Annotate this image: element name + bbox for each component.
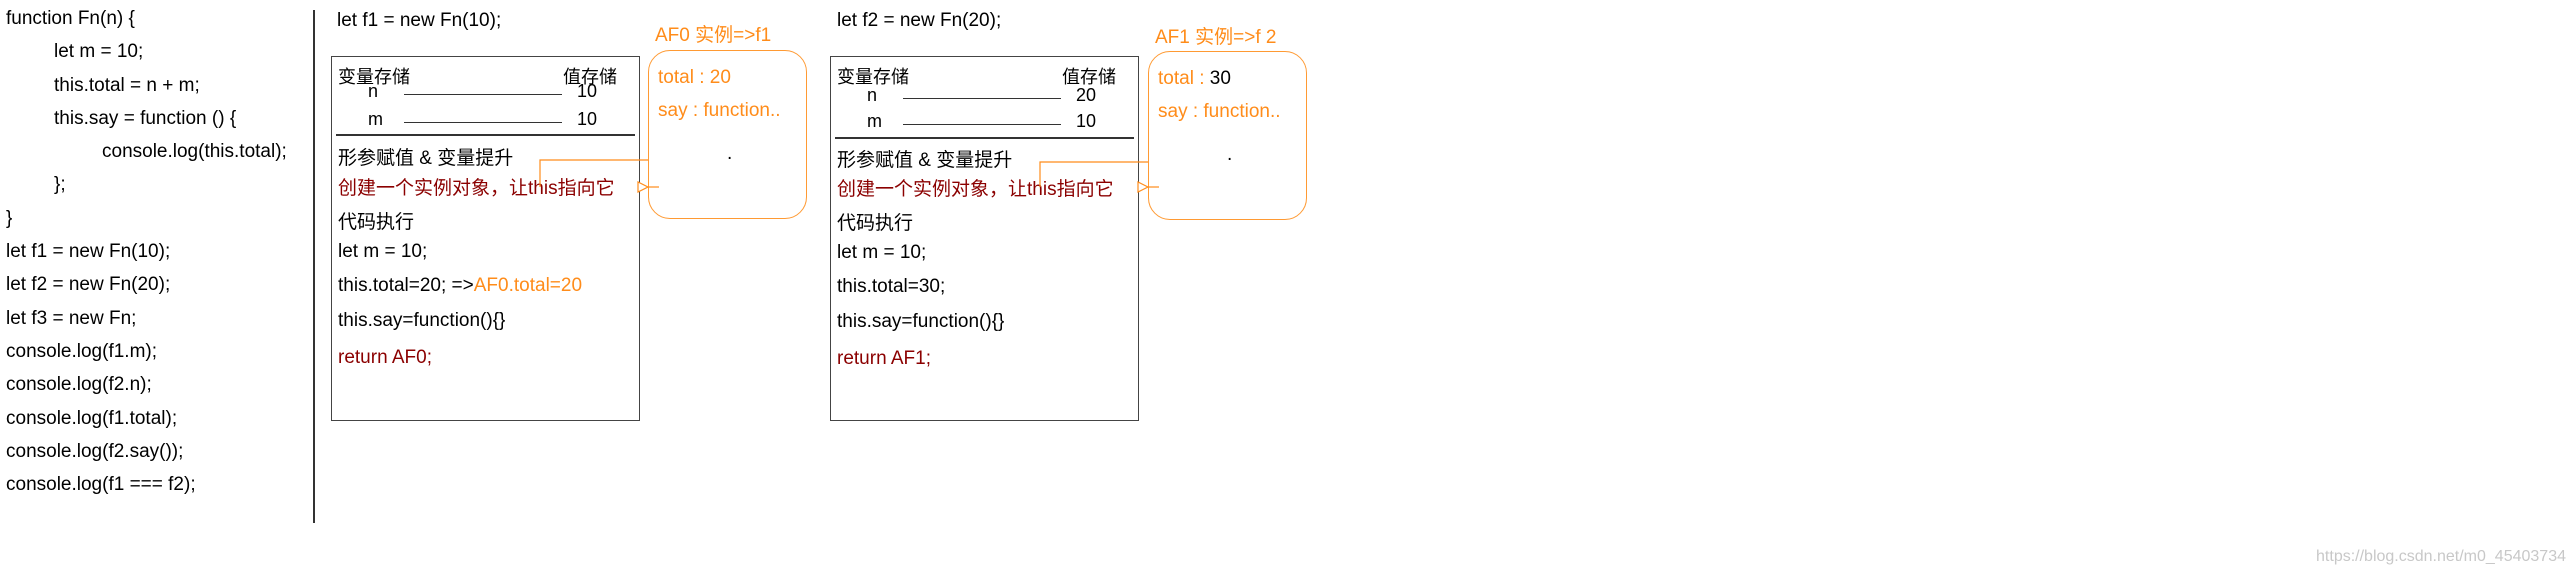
watermark: https://blog.csdn.net/m0_45403734 [2316, 548, 2566, 565]
var-storage-header: 变量存储 [338, 67, 410, 87]
var-storage-header: 变量存储 [837, 67, 909, 87]
variable-name: n [368, 81, 379, 101]
variable-value: 10 [1076, 111, 1097, 131]
code-line: let f1 = new Fn(10); [6, 241, 171, 263]
code-this-total: this.total=20; =>AF0.total=20 [338, 275, 582, 297]
separator [835, 137, 1134, 139]
code-line: console.log(f2.n); [6, 374, 152, 396]
arrowhead-af1 [1137, 181, 1150, 193]
code-this-total-text: this.total=20; => [338, 275, 474, 296]
variable-row-n: n 20 [831, 85, 1138, 109]
code-line: let f2 = new Fn(20); [6, 274, 171, 296]
step-create-instance: 创建一个实例对象，让this指向它 [837, 179, 1114, 200]
variable-name: n [867, 85, 878, 105]
code-line: let f3 = new Fn; [6, 307, 137, 329]
heap-total-label: total : [1158, 68, 1205, 89]
link-line [404, 122, 562, 123]
heap-title-af1: AF1 实例=>f 2 [1155, 27, 1277, 48]
code-listing: function Fn(n) { let m = 10; this.total … [6, 2, 287, 501]
code-this-say: this.say=function(){} [338, 310, 506, 331]
code-line: let m = 10; [54, 41, 144, 63]
return-af1: return AF1; [837, 348, 931, 369]
code-line: console.log(f1.m); [6, 340, 158, 362]
heap-total-af1: total : 30 [1158, 68, 1231, 90]
connector-line-af0 [539, 159, 648, 187]
heap-dot: . [727, 143, 733, 164]
connector-line-af1 [1039, 161, 1148, 187]
arrowhead-af0 [637, 181, 650, 193]
code-this-say: this.say=function(){} [837, 311, 1005, 332]
divider [313, 10, 315, 523]
link-line [404, 94, 562, 95]
code-line: } [6, 207, 13, 229]
heap-object-af0: total : 20 say : function.. . [648, 50, 807, 219]
code-line: console.log(this.total); [102, 141, 287, 163]
code-line: this.say = function () { [54, 107, 237, 129]
variable-value: 10 [577, 109, 598, 129]
code-line: console.log(f2.say()); [6, 440, 184, 462]
code-line: console.log(f1 === f2); [6, 474, 196, 496]
context-title-f2: let f2 = new Fn(20); [837, 10, 1002, 31]
heap-say-af0: say : function.. [658, 100, 781, 121]
execution-context-f1: 变量存储 值存储 n 10 m 10 形参赋值 & 变量提升 创建一个实例对象，… [331, 56, 640, 421]
code-line: function Fn(n) { [6, 8, 135, 29]
variable-row-m: m 10 [831, 111, 1138, 135]
heap-total-af0: total : 20 [658, 67, 731, 89]
step-hoisting: 形参赋值 & 变量提升 [338, 148, 514, 169]
separator [336, 134, 635, 136]
code-let-m: let m = 10; [837, 242, 927, 263]
step-execute: 代码执行 [338, 212, 415, 233]
step-hoisting: 形参赋值 & 变量提升 [837, 150, 1013, 171]
link-line [903, 98, 1061, 99]
code-this-total: this.total=30; [837, 276, 946, 297]
value-storage-header: 值存储 [1062, 67, 1116, 87]
heap-dot: . [1227, 144, 1233, 165]
link-line [903, 124, 1061, 125]
value-storage-header: 值存储 [563, 67, 617, 87]
execution-context-f2: 变量存储 值存储 n 20 m 10 形参赋值 & 变量提升 创建一个实例对象，… [830, 56, 1139, 421]
code-line: this.total = n + m; [54, 74, 200, 96]
return-af0: return AF0; [338, 347, 432, 368]
variable-value: 20 [1076, 85, 1097, 105]
heap-title-af0: AF0 实例=>f1 [655, 25, 772, 46]
variable-row-n: n 10 [332, 81, 639, 105]
heap-total-value: 20 [709, 67, 731, 88]
variable-value: 10 [577, 81, 598, 101]
heap-total-label: total : [658, 67, 705, 88]
variable-name: m [368, 109, 383, 129]
step-execute: 代码执行 [837, 213, 914, 234]
step-create-instance: 创建一个实例对象，让this指向它 [338, 178, 615, 199]
variable-row-m: m 10 [332, 109, 639, 133]
af0-total-annotation: AF0.total=20 [473, 275, 583, 296]
heap-total-value: 30 [1209, 68, 1231, 89]
heap-object-af1: total : 30 say : function.. . [1148, 51, 1307, 220]
code-line: console.log(f1.total); [6, 407, 178, 429]
context-title-f1: let f1 = new Fn(10); [337, 10, 502, 31]
heap-say-af1: say : function.. [1158, 101, 1281, 122]
code-let-m: let m = 10; [338, 241, 428, 262]
code-line: }; [54, 174, 66, 196]
variable-name: m [867, 111, 882, 131]
